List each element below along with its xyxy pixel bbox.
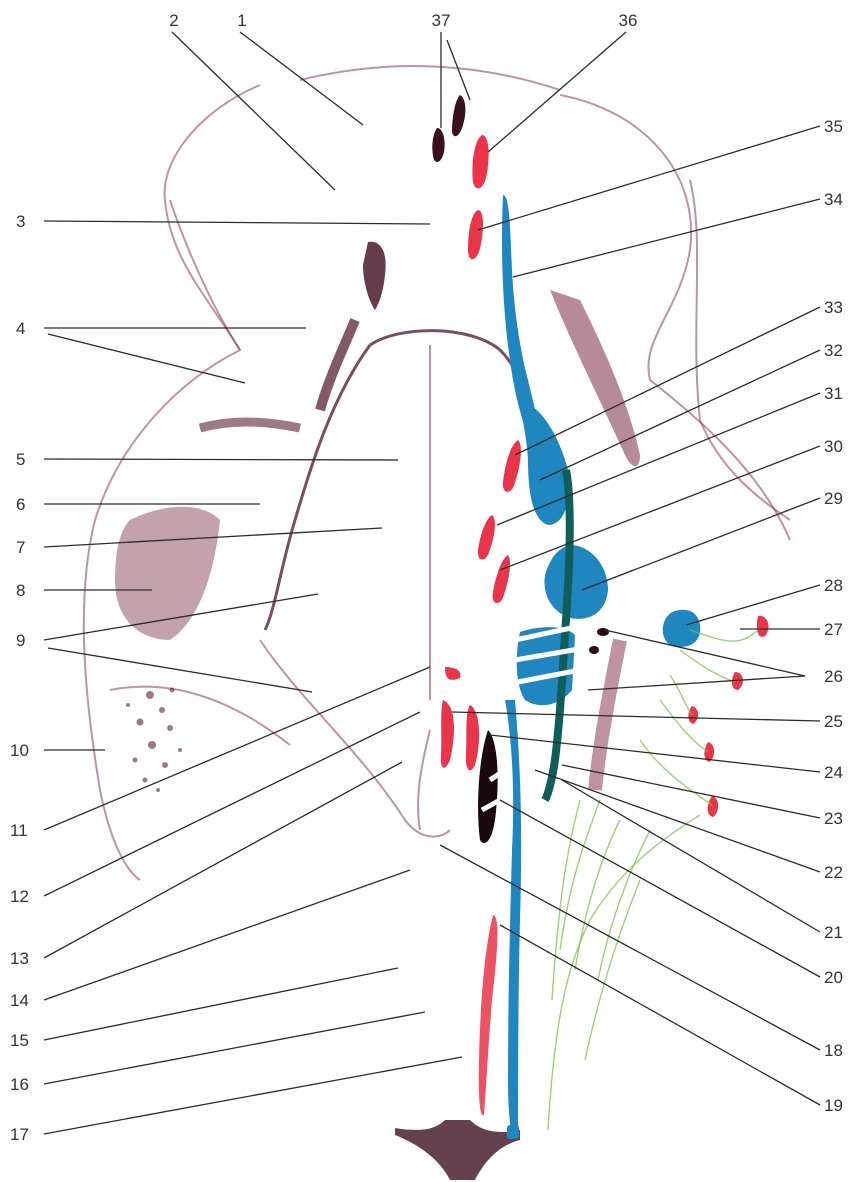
leader-16 [44,1012,425,1084]
label-23: 23 [824,809,843,828]
leader-5 [44,459,398,460]
dark-nuclei [432,95,609,843]
green-fibers [548,628,760,1130]
label-27: 27 [824,620,843,639]
label-31: 31 [824,384,843,403]
leader-9b [48,648,312,692]
label-18: 18 [824,1041,843,1060]
label-3: 3 [16,212,25,231]
label-26: 26 [824,667,843,686]
leader-20 [500,800,820,977]
label-35: 35 [824,117,843,136]
leader-14 [44,870,410,1000]
label-14: 14 [10,991,29,1010]
label-5: 5 [16,450,25,469]
label-4: 4 [16,319,25,338]
label-20: 20 [824,968,843,987]
label-10: 10 [10,741,29,760]
leader-15 [44,968,398,1040]
leader-2 [172,32,335,190]
leader-19 [500,925,820,1105]
label-19: 19 [824,1096,843,1115]
label-32: 32 [824,341,843,360]
label-33: 33 [824,298,843,317]
leader-35 [478,126,820,230]
label-15: 15 [10,1031,29,1050]
leader-17 [44,1057,462,1134]
label-30: 30 [824,437,843,456]
label-37: 37 [432,11,451,30]
leader-4b [48,334,245,383]
label-11: 11 [10,821,28,840]
leader-3 [44,221,430,224]
label-22: 22 [824,863,843,882]
label-8: 8 [16,581,25,600]
leader-34 [513,199,820,277]
label-25: 25 [824,712,843,731]
motor-nuclei-red [441,135,769,1115]
leader-11 [44,667,430,830]
label-36: 36 [619,11,638,30]
leader-23 [562,765,820,818]
leader-24 [490,735,820,772]
leader-13 [44,762,402,958]
leader-22 [535,770,820,872]
label-12: 12 [10,887,29,906]
label-7: 7 [16,538,25,557]
leader-26b [588,676,805,690]
leader-26a [605,630,805,676]
label-28: 28 [824,576,843,595]
label-29: 29 [824,489,843,508]
leader-12 [44,712,420,896]
leader-36 [488,32,626,152]
label-9: 9 [16,631,25,650]
label-2: 2 [169,11,178,30]
label-16: 16 [10,1075,29,1094]
leader-32 [540,350,820,480]
sensory-nuclei-blue [502,195,700,1139]
label-13: 13 [10,949,29,968]
label-24: 24 [824,763,843,782]
leader-28 [686,585,820,625]
leader-33 [515,307,820,455]
label-6: 6 [16,495,25,514]
label-17: 17 [10,1125,29,1144]
label-21: 21 [824,923,843,942]
label-1: 1 [237,11,246,30]
label-34: 34 [824,190,843,209]
leader-29 [582,498,820,590]
leader-25 [452,712,820,721]
leader-1 [240,32,363,125]
